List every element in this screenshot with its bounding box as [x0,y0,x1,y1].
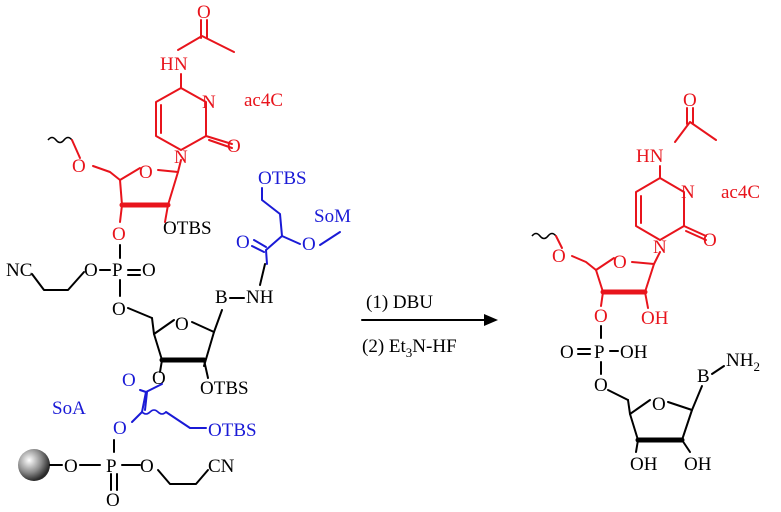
left-som-group: OTBS O O SoM [236,168,351,265]
left-nc: NC [6,260,32,281]
left-p2-o-left: O [64,456,78,477]
right-acetyl-group: O HN [636,90,717,167]
right-ring-o4: O [613,252,627,273]
reaction-arrow: (1) DBU (2) Et3N-HF [361,292,498,360]
arrow-head [484,314,498,326]
left-som-o-carbonyl: O [236,232,250,253]
left-soa-otbs: OTBS [208,420,257,441]
left-p1-o-eq: O [142,260,156,281]
right-base-b: B [697,366,710,387]
right-phosphate: P O OH O [560,325,648,401]
right-p: P [594,342,605,363]
left-acetyl-group: O H N [160,2,235,75]
left-phosphate-1: P O O NC O [6,244,156,320]
left-ring-o4-2: O [175,314,189,335]
right-ring-n1: N [653,237,667,258]
right-oh-b: OH [684,454,712,475]
left-cn: CN [208,456,235,477]
left-p2-o-right: O [140,456,154,477]
left-otbs-3: OTBS [200,378,249,399]
left-ring-o4: O [139,162,153,183]
right-ring-n3: N [681,182,695,203]
left-soa-label: SoA [52,398,86,419]
left-soa-o-carbonyl: O [122,370,136,391]
reagent-step-2: (2) Et3N-HF [362,336,457,360]
left-som-label: SoM [314,206,351,227]
right-ring-o2: O [703,230,717,251]
right-acetyl-o: O [683,90,697,111]
left-cytosine-ring: N N O ac4C [155,73,283,168]
right-o3: O [594,306,608,327]
left-p2-o-bottom: O [106,490,120,511]
right-molecule: O HN N N O ac4C O O OH O [531,90,760,475]
left-n4-h: H [160,54,174,75]
left-o3: O [112,224,126,245]
right-ac4c-label: ac4C [721,182,760,203]
left-phosphate-2: O P O O CN [18,439,235,511]
left-p1-o-left: O [84,260,98,281]
left-ring-o2: O [227,136,241,157]
left-ac4c-label: ac4C [244,90,283,111]
left-som-otbs: OTBS [258,168,307,189]
left-lower-ribose: O OTBS O B NH [151,263,274,399]
left-otbs-2: OTBS [163,218,212,239]
left-acetyl-o: O [197,2,211,23]
right-nh2: NH2 [726,350,760,374]
left-soa-group: O O OTBS SoA [52,370,257,441]
right-p-oh: OH [620,342,648,363]
reagent-step-1: (1) DBU [366,292,433,313]
left-ring-n3: N [202,92,216,113]
left-p1-o-bottom: O [112,299,126,320]
left-ring-n1: N [174,147,188,168]
right-cytosine-ring: N N O ac4C [635,165,760,258]
left-som-o-methoxy: O [302,234,316,255]
right-ring-o4-2: O [652,394,666,415]
left-p2: P [106,456,117,477]
left-o5: O [72,156,86,177]
right-oh-2: OH [641,308,669,329]
right-oh-a: OH [630,454,658,475]
right-upper-ribose: O O OH O [531,232,669,329]
right-lower-ribose: O OH OH B NH2 [627,350,760,475]
left-upper-ribose: O O OTBS O [47,136,212,245]
right-p-o-eq: O [560,342,574,363]
solid-support-bead [18,449,50,481]
left-base-b: B [215,287,228,308]
left-molecule: O H N N N O ac4C O O OT [6,2,351,511]
left-p1: P [112,260,123,281]
left-n4: N [174,54,188,75]
right-hn: HN [636,146,664,167]
left-soa-o: O [113,418,127,439]
left-nh: NH [246,287,274,308]
right-o5: O [552,246,566,267]
right-p-o-bottom: O [594,375,608,396]
